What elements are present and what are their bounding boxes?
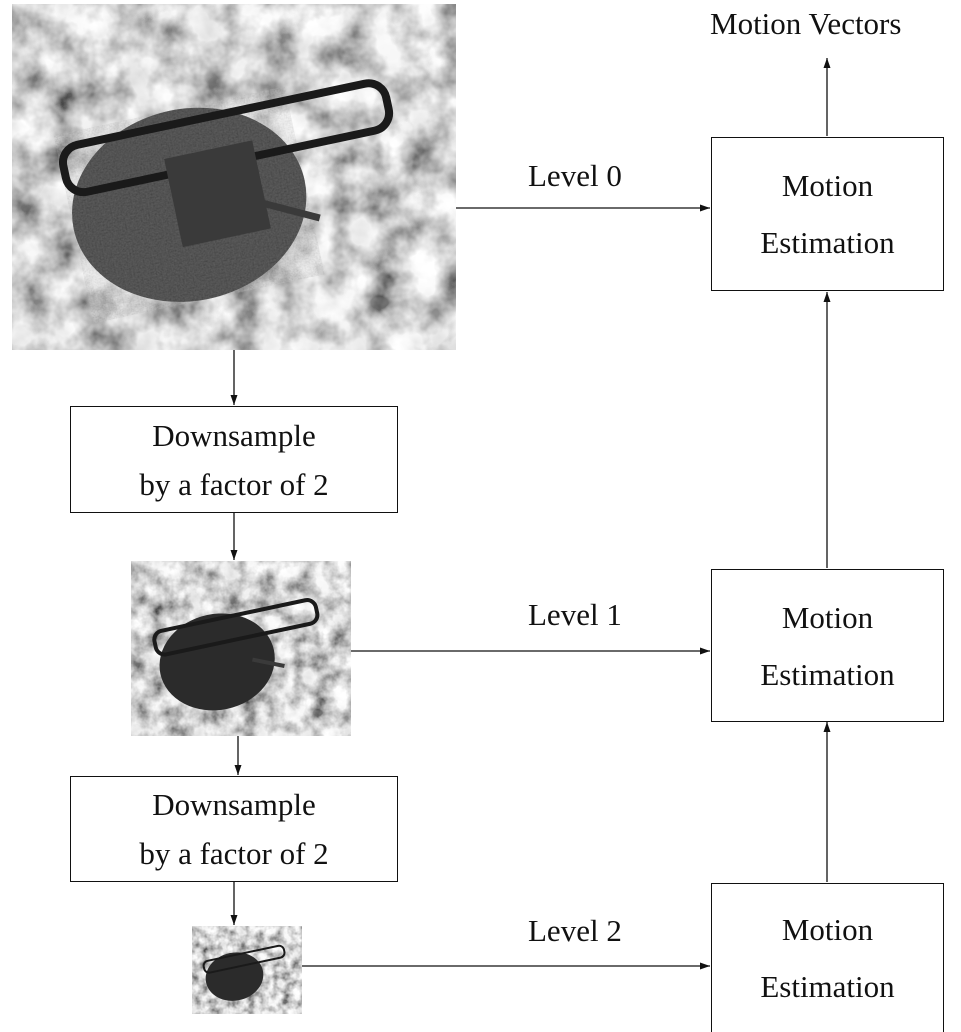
motion-vectors-label: Motion Vectors <box>710 6 902 41</box>
downsample-box-2: Downsample by a factor of 2 <box>70 776 398 882</box>
motion-estimation-line1: Motion <box>781 912 874 947</box>
satellite-image <box>131 561 351 736</box>
motion-estimation-line1: Motion <box>781 599 874 635</box>
level-0-label: Level 0 <box>528 158 622 193</box>
downsample-line2: by a factor of 2 <box>139 836 329 871</box>
level-2-label: Level 2 <box>528 913 622 948</box>
motion-estimation-line2: Estimation <box>760 225 895 260</box>
satellite-frame-level-1 <box>131 561 351 736</box>
motion-estimation-box-level-2: Motion Estimation <box>711 883 944 1032</box>
motion-estimation-line2: Estimation <box>760 969 895 1004</box>
motion-estimation-box-level-1: Motion Estimation <box>711 569 944 722</box>
satellite-frame-level-0 <box>12 4 456 350</box>
downsample-box-1: Downsample by a factor of 2 <box>70 406 398 513</box>
satellite-frame-level-2 <box>192 926 302 1014</box>
motion-estimation-box-level-0: Motion Estimation <box>711 137 944 291</box>
level-1-label: Level 1 <box>528 597 622 632</box>
motion-estimation-line1: Motion <box>781 168 874 203</box>
satellite-image <box>192 926 302 1014</box>
downsample-line2: by a factor of 2 <box>139 466 329 502</box>
downsample-line1: Downsample <box>152 787 316 822</box>
satellite-image <box>12 4 456 350</box>
motion-estimation-line2: Estimation <box>760 656 895 692</box>
downsample-line1: Downsample <box>152 417 316 453</box>
